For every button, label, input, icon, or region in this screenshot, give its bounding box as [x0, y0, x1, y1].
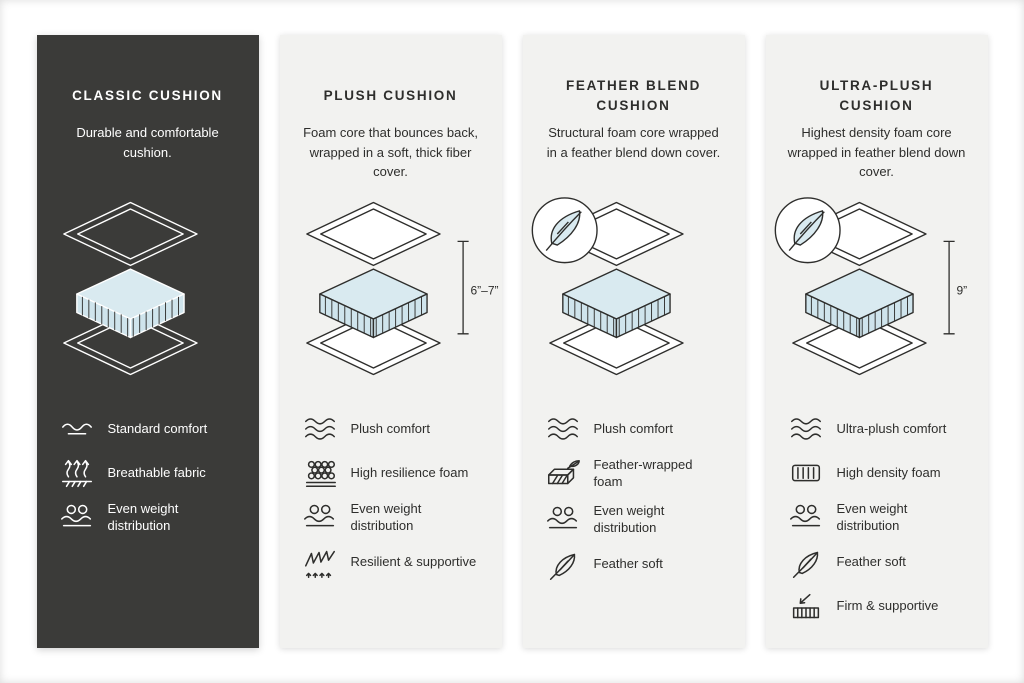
card-title: PLUSH CUSHION — [323, 88, 458, 104]
feature-label: Even weight distribution — [350, 501, 422, 533]
feature-label: Ultra-plush comfort — [836, 420, 947, 436]
feature-item: Plush comfort — [544, 413, 724, 445]
breathable-icon — [58, 457, 96, 489]
feather-icon — [787, 547, 825, 579]
card-plush-cushion: PLUSH CUSHION Foam core that bounces bac… — [279, 35, 502, 648]
wave-icon — [58, 413, 96, 445]
resilient-icon — [301, 547, 339, 579]
feature-list: Standard comfort Breathable fabric Even … — [58, 413, 238, 547]
cushion-illustration: 9” — [767, 189, 987, 389]
cushion-illustration: 6”–7” — [281, 189, 501, 389]
feather-badge-icon — [531, 197, 598, 264]
even-weight-icon — [787, 502, 825, 534]
waves-icon — [301, 413, 339, 445]
feature-label: Even weight distribution — [593, 502, 665, 535]
feature-item: Feather-wrapped foam — [544, 457, 724, 491]
card-feather-blend-cushion: FEATHER BLEND CUSHION Structural foam co… — [522, 35, 745, 648]
feature-item: High resilience foam — [301, 457, 481, 489]
feature-item: Plush comfort — [301, 413, 481, 445]
card-ultra-plush-cushion: ULTRA-PLUSH CUSHION Highest density foam… — [765, 35, 988, 648]
feature-item: Ultra-plush comfort — [787, 413, 967, 445]
cushion-diagram: 9” — [774, 197, 967, 376]
feature-item: Breathable fabric — [58, 457, 238, 489]
waves-icon — [787, 413, 825, 445]
cushion-diagram — [62, 202, 198, 376]
card-description: Durable and comfortable cushion. — [76, 125, 219, 160]
feature-label: Plush comfort — [350, 420, 430, 436]
feature-label: High density foam — [836, 464, 941, 480]
feature-item: Feather soft — [787, 547, 967, 579]
feature-item: Even weight distribution — [787, 501, 967, 535]
feature-label: Plush comfort — [593, 420, 673, 436]
card-classic-cushion: CLASSIC CUSHION Durable and comfortable … — [36, 35, 259, 648]
top-cover — [62, 202, 198, 267]
even-weight-icon — [58, 502, 96, 534]
feature-label: Feather-wrapped foam — [593, 457, 693, 489]
even-weight-icon — [544, 504, 582, 536]
feather-badge-icon — [774, 197, 841, 264]
firm-icon — [787, 591, 825, 623]
card-title: CLASSIC CUSHION — [72, 88, 223, 104]
feature-label: Feather soft — [593, 556, 663, 572]
foam-core — [561, 268, 671, 339]
even-weight-icon — [301, 502, 339, 534]
feature-label: Firm & supportive — [836, 598, 939, 614]
waves-icon — [544, 413, 582, 445]
feather-foam-icon — [544, 458, 582, 490]
bottom-cover — [62, 311, 198, 376]
feature-label: Feather soft — [836, 554, 906, 570]
feature-item: Even weight distribution — [544, 503, 724, 537]
feature-list: Plush comfort High resilience foam Even … — [301, 413, 481, 591]
feature-list: Ultra-plush comfort High density foam Ev… — [787, 413, 967, 635]
feature-label: Even weight distribution — [107, 501, 179, 533]
cushion-illustration — [524, 189, 744, 389]
bottom-cover — [791, 311, 927, 376]
foam-core — [75, 268, 185, 339]
feature-item: Even weight distribution — [58, 501, 238, 535]
bottom-cover — [548, 311, 684, 376]
feature-item: Feather soft — [544, 549, 724, 581]
card-title: FEATHER BLEND CUSHION — [565, 78, 702, 113]
height-dimension: 9” — [943, 241, 967, 335]
feature-item: Even weight distribution — [301, 501, 481, 535]
feature-item: Firm & supportive — [787, 591, 967, 623]
feature-item: High density foam — [787, 457, 967, 489]
feature-label: Standard comfort — [107, 420, 208, 436]
feature-label: Even weight distribution — [836, 501, 908, 533]
feather-icon — [544, 549, 582, 581]
top-cover — [305, 202, 441, 267]
cushion-diagram: 6”–7” — [305, 202, 498, 376]
foam-core — [804, 268, 914, 339]
cushion-illustration — [38, 189, 258, 389]
height-label: 6”–7” — [470, 284, 498, 298]
cushion-diagram — [531, 197, 684, 376]
foam-core — [318, 268, 428, 339]
card-description: Highest density foam core wrapped in fea… — [787, 125, 966, 179]
feature-label: High resilience foam — [350, 464, 469, 480]
honeycomb-icon — [301, 457, 339, 489]
card-title: ULTRA-PLUSH CUSHION — [819, 78, 934, 113]
card-description: Foam core that bounces back, wrapped in … — [303, 125, 478, 179]
height-dimension: 6”–7” — [457, 241, 498, 335]
height-label: 9” — [956, 284, 967, 298]
feature-label: Resilient & supportive — [350, 554, 477, 570]
card-description: Structural foam core wrapped in a feathe… — [546, 125, 721, 160]
density-foam-icon — [787, 457, 825, 489]
bottom-cover — [305, 311, 441, 376]
feature-list: Plush comfort Feather-wrapped foam Even … — [544, 413, 724, 593]
feature-label: Breathable fabric — [107, 464, 206, 480]
feature-item: Resilient & supportive — [301, 547, 481, 579]
feature-item: Standard comfort — [58, 413, 238, 445]
